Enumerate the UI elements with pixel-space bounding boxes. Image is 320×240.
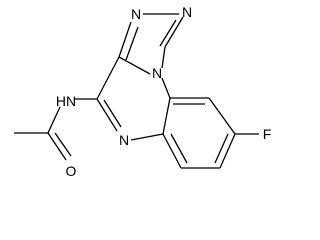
bond-nleft-c	[118, 21, 132, 58]
molecule-structure: N N N HN N O F	[14, 4, 271, 179]
bond-nring-c8a	[130, 133, 164, 141]
bond-nleft-c-double	[125, 26, 139, 61]
bond-cnh-nring	[96, 98, 118, 132]
bond-c4a-nbridge	[161, 77, 171, 99]
amide-nitrogen: HN	[56, 93, 76, 109]
triazole-nitrogen-top: N	[182, 4, 192, 20]
bond-carbonyl-o	[47, 132, 67, 161]
bond-c8a-c4a	[162, 97, 171, 135]
bond-c5-c6	[208, 97, 236, 135]
bridgehead-nitrogen: N	[152, 65, 162, 81]
quinoxaline-nitrogen: N	[119, 132, 129, 148]
bonds	[14, 13, 259, 169]
bond-carbonyl-o-double	[54, 132, 72, 157]
bond-ntop-ch	[164, 16, 184, 48]
bond-c8-c8a	[162, 133, 182, 169]
bond-c-cnh	[96, 56, 120, 100]
carbonyl-oxygen: O	[66, 163, 77, 179]
bond-ch-nbridge	[161, 46, 166, 69]
bond-cnh-nring-double	[103, 99, 122, 128]
bond-c6-c7-double	[214, 133, 229, 164]
atom-labels: N N N HN N O F	[56, 4, 271, 179]
fluorine-atom: F	[263, 126, 272, 142]
bond-c6-c7	[219, 133, 236, 169]
bond-c-nbridge	[118, 56, 151, 75]
bond-nh-carbonyl	[47, 106, 61, 134]
bond-c8-c8a-double	[170, 133, 188, 164]
bond-ntop-ch-double	[159, 19, 177, 47]
triazole-nitrogen-left: N	[131, 6, 141, 22]
